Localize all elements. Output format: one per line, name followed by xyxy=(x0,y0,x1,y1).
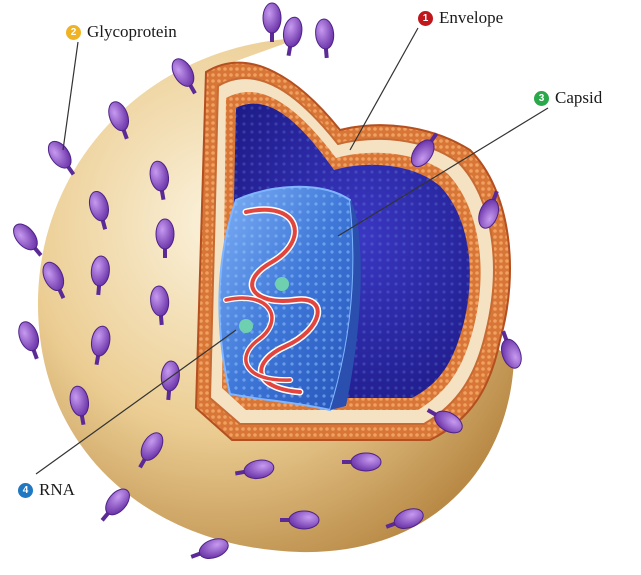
glycoprotein-spike xyxy=(314,18,335,58)
capsid-label-text: Capsid xyxy=(555,88,602,108)
integrase xyxy=(239,319,253,333)
glycoprotein-spike xyxy=(263,3,281,42)
rna-label-text: RNA xyxy=(39,480,75,500)
capsid-number-badge: 3 xyxy=(534,91,549,106)
glycoprotein-leader xyxy=(63,42,78,150)
glycoprotein-label-text: Glycoprotein xyxy=(87,22,177,42)
glycoprotein-number-badge: 2 xyxy=(66,25,81,40)
reverse-transcriptase xyxy=(275,277,289,291)
glycoprotein-spike xyxy=(95,485,134,526)
envelope-label: 1 Envelope xyxy=(418,8,503,28)
glycoprotein-spike xyxy=(188,535,231,565)
rna-number-badge: 4 xyxy=(18,483,33,498)
glycoprotein-spike xyxy=(280,16,304,58)
glycoprotein-label: 2 Glycoprotein xyxy=(66,22,177,42)
rna-label: 4 RNA xyxy=(18,480,75,500)
glycoprotein-spike xyxy=(9,220,48,261)
envelope-label-text: Envelope xyxy=(439,8,503,28)
envelope-number-badge: 1 xyxy=(418,11,433,26)
capsid-label: 3 Capsid xyxy=(534,88,602,108)
